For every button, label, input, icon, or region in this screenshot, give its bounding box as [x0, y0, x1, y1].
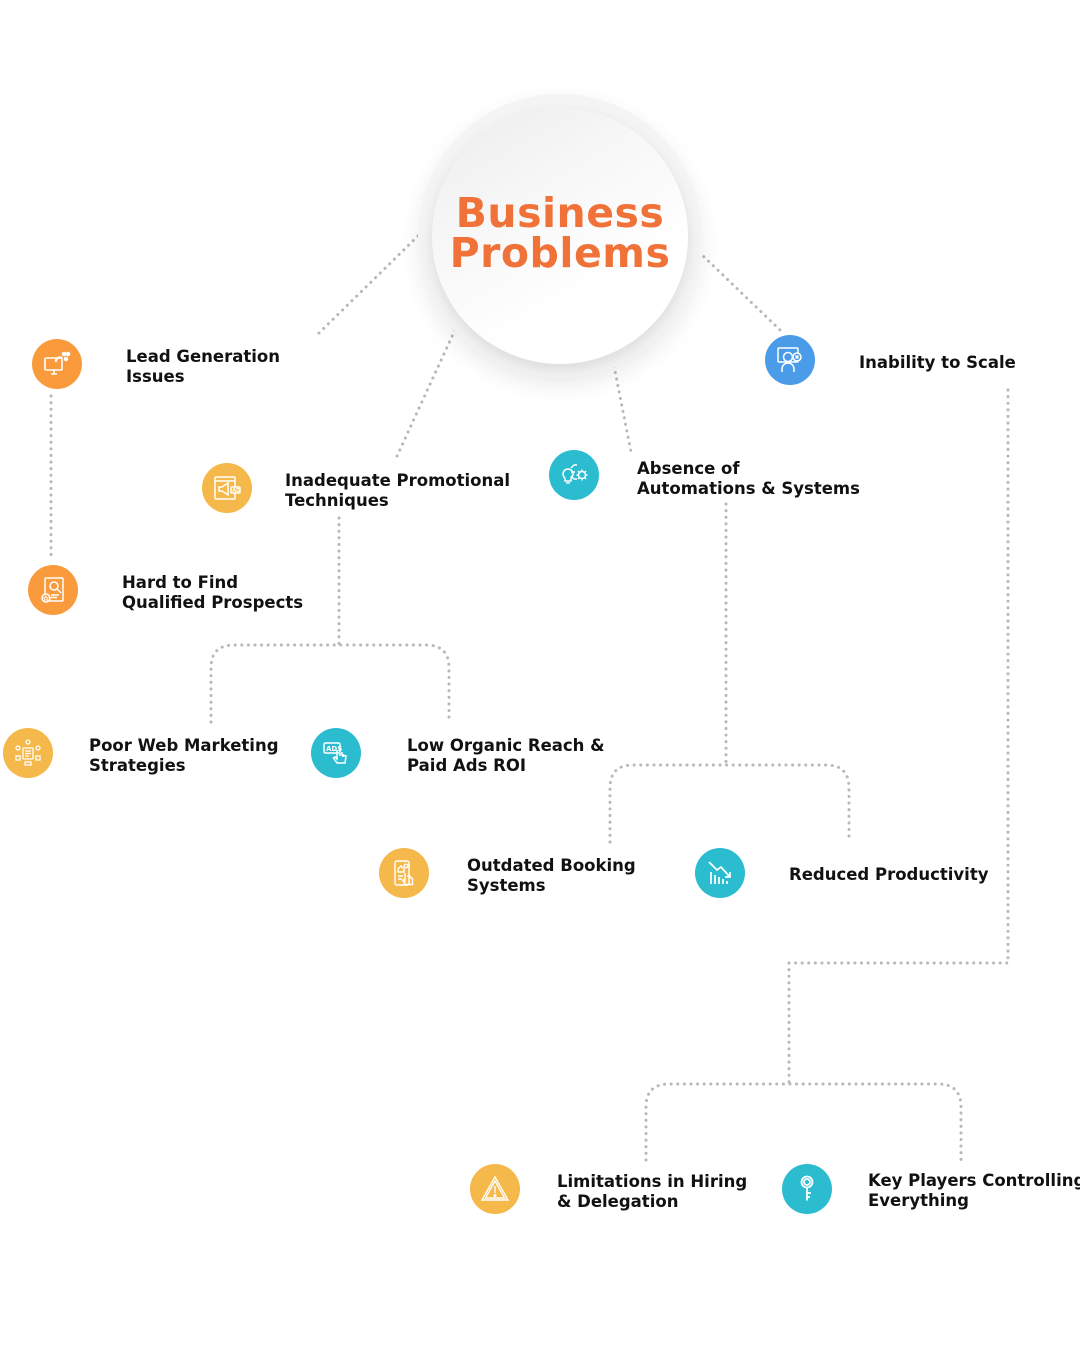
monitor-magnet-users-icon — [32, 339, 82, 389]
svg-text:AD: AD — [232, 488, 240, 494]
mobile-booking-icon — [379, 848, 429, 898]
connector-promotional-branch — [209, 516, 451, 724]
node-qualified-prospects — [28, 565, 78, 615]
label-productivity: Reduced Productivity — [789, 865, 989, 884]
key-icon — [782, 1164, 832, 1214]
node-organic-reach: ADS — [311, 728, 361, 778]
svg-text:ADS: ADS — [326, 745, 342, 753]
connector-hub-to-scale — [697, 250, 782, 332]
diagram-title: Business Problems — [449, 189, 671, 277]
connector-team-branch — [644, 1082, 963, 1162]
ads-click-icon: ADS — [311, 728, 361, 778]
connector-hub-to-lead-generation — [314, 234, 420, 338]
label-scale: Inability to Scale — [859, 353, 1016, 372]
declining-chart-icon — [695, 848, 745, 898]
marketing-strategy-icon — [3, 728, 53, 778]
connector-scale-to-team — [787, 388, 1010, 1086]
profile-search-star-icon — [28, 565, 78, 615]
node-hiring — [470, 1164, 520, 1214]
connector-automations-branch — [608, 502, 851, 844]
title-line-1: Business — [455, 189, 665, 237]
node-web-marketing — [3, 728, 53, 778]
node-promotional: AD — [202, 463, 252, 513]
warning-triangle-icon — [470, 1164, 520, 1214]
user-monitor-x-icon — [765, 335, 815, 385]
node-scale — [765, 335, 815, 385]
megaphone-ad-icon: AD — [202, 463, 252, 513]
node-lead-generation — [32, 339, 82, 389]
lightbulb-gear-icon — [549, 450, 599, 500]
node-productivity — [695, 848, 745, 898]
title-line-2: Problems — [449, 229, 671, 277]
connector-hub-to-promotional — [395, 328, 457, 458]
node-automations — [549, 450, 599, 500]
node-key-players — [782, 1164, 832, 1214]
connector-hub-to-automations — [612, 364, 633, 454]
label-hiring: Limitations in Hiring& Delegation — [557, 1172, 748, 1211]
hub-circle: Business Problems — [432, 108, 688, 364]
node-booking — [379, 848, 429, 898]
label-organic-reach: Low Organic Reach &Paid Ads ROI — [407, 736, 605, 775]
